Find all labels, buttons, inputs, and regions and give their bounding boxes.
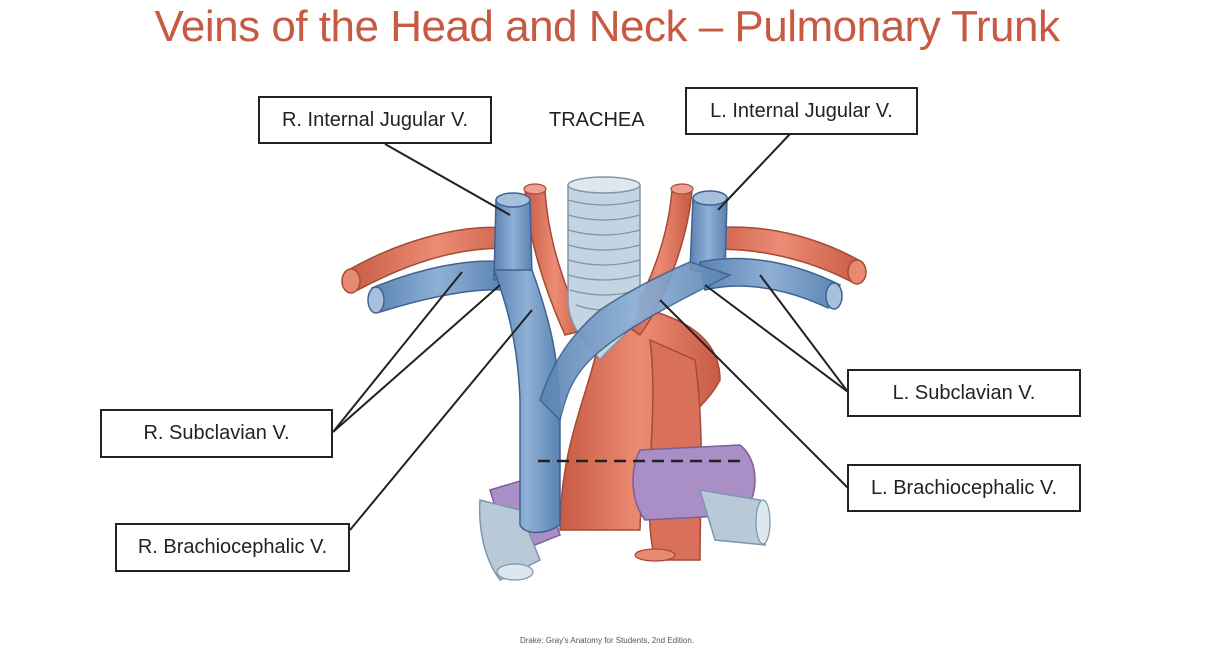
label-l-subclavian: L. Subclavian V. bbox=[847, 369, 1081, 417]
label-trachea: TRACHEA bbox=[549, 109, 645, 131]
pulmonary-vessels bbox=[478, 444, 771, 581]
veins bbox=[367, 190, 843, 534]
label-r-subclavian: R. Subclavian V. bbox=[100, 409, 333, 458]
label-l-internal-jugular: L. Internal Jugular V. bbox=[685, 87, 918, 135]
image-credit: Drake: Gray's Anatomy for Students, 2nd … bbox=[519, 636, 695, 645]
page-title: Veins of the Head and Neck – Pulmonary T… bbox=[154, 2, 1060, 51]
label-l-brachiocephalic: L. Brachiocephalic V. bbox=[847, 464, 1081, 512]
label-r-internal-jugular: R. Internal Jugular V. bbox=[258, 96, 492, 144]
label-r-brachiocephalic: R. Brachiocephalic V. bbox=[115, 523, 350, 572]
leader-lines bbox=[332, 133, 849, 531]
